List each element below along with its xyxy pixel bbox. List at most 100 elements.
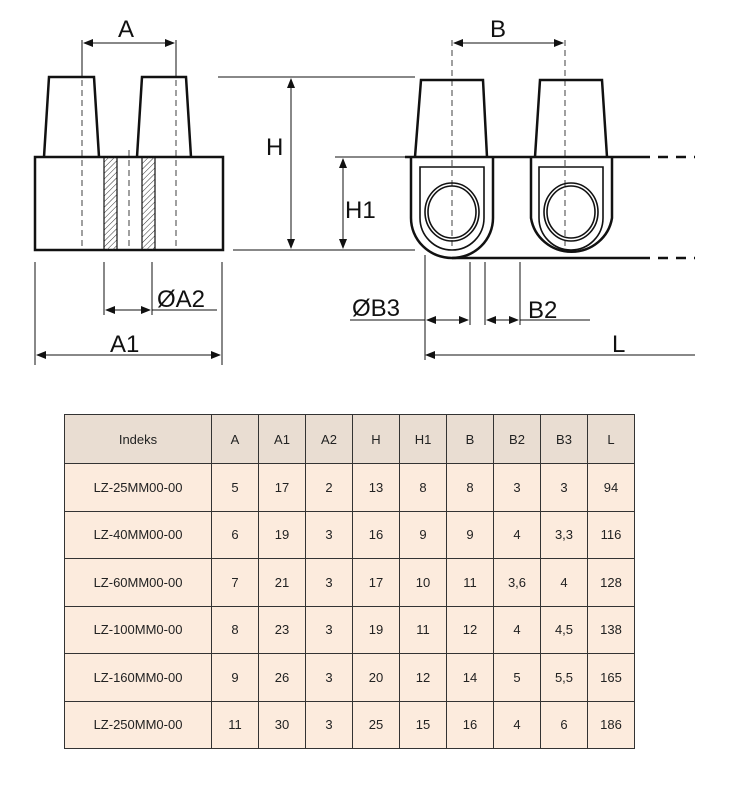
dim-label-b3: ØB3 [352,295,400,322]
table-cell-value: 4,5 [540,605,588,654]
table-cell-value: 10 [399,558,447,607]
table-cell-value: 5 [493,653,541,702]
technical-drawing: A H ØA2 A1 B H1 ØB3 B2 L [33,16,695,365]
dim-label-b2: B2 [528,297,557,324]
header-l: L [587,414,635,464]
dim-label-l: L [612,331,625,358]
table-cell-value: 2 [305,463,353,512]
right-dimensions [335,39,695,360]
header-a1: A1 [258,414,306,464]
table-cell-value: 116 [587,510,635,559]
table-cell-value: 16 [446,700,494,749]
dim-label-a1: A1 [110,331,139,358]
dim-label-h1: H1 [345,197,376,224]
header-a2: A2 [305,414,353,464]
table-cell-value: 19 [352,605,400,654]
header-indeks: Indeks [64,414,212,464]
table-cell-value: 8 [446,463,494,512]
dim-label-b: B [490,16,506,43]
table-cell-value: 3,3 [540,510,588,559]
table-cell-value: 8 [211,605,259,654]
terminal-loop-2 [529,157,614,254]
hatched-wall-2 [141,156,156,251]
table-cell-value: 11 [399,605,447,654]
table-cell-value: 186 [587,700,635,749]
table-cell-value: 11 [211,700,259,749]
table-cell-value: 4 [493,510,541,559]
table-cell-value: 5,5 [540,653,588,702]
table-cell-value: 4 [540,558,588,607]
table-cell-value: 5 [211,463,259,512]
table-cell-value: 3 [305,510,353,559]
table-header-row: Indeks A A1 A2 H H1 B B2 B3 L [64,414,635,464]
table-cell-value: 11 [446,558,494,607]
table-cell-value: 7 [211,558,259,607]
table-cell-value: 4 [493,700,541,749]
header-h1: H1 [399,414,447,464]
table-cell-value: 94 [587,463,635,512]
dim-label-h: H [266,134,283,161]
table-cell-value: 3,6 [493,558,541,607]
hatched-wall-1 [103,156,118,251]
table-cell-value: 15 [399,700,447,749]
front-view [33,75,225,252]
table-cell-value: 14 [446,653,494,702]
header-b: B [446,414,494,464]
table-cell-indeks: LZ-160MM0-00 [64,653,212,702]
table-cell-indeks: LZ-60MM00-00 [64,558,212,607]
table-cell-value: 20 [352,653,400,702]
table-cell-value: 3 [305,700,353,749]
table-cell-value: 9 [399,510,447,559]
table-cell-value: 23 [258,605,306,654]
table-cell-indeks: LZ-40MM00-00 [64,510,212,559]
table-cell-value: 13 [352,463,400,512]
header-a: A [211,414,259,464]
header-h: H [352,414,400,464]
table-cell-value: 30 [258,700,306,749]
table-cell-value: 9 [211,653,259,702]
table-cell-indeks: LZ-25MM00-00 [64,463,212,512]
table-cell-value: 12 [446,605,494,654]
table-cell-value: 19 [258,510,306,559]
table-cell-value: 8 [399,463,447,512]
left-cone-1 [42,75,101,158]
table-cell-value: 3 [305,653,353,702]
table-cell-indeks: LZ-100MM0-00 [64,605,212,654]
table-cell-value: 4 [493,605,541,654]
table-cell-value: 128 [587,558,635,607]
left-centerlines [81,80,177,248]
table-cell-value: 25 [352,700,400,749]
table-cell-value: 26 [258,653,306,702]
table-cell-value: 165 [587,653,635,702]
table-cell-value: 3 [493,463,541,512]
header-b2: B2 [493,414,541,464]
dim-label-a: A [118,16,134,43]
header-b3: B3 [540,414,588,464]
table-cell-value: 12 [399,653,447,702]
table-cell-value: 6 [540,700,588,749]
dimensions-table: Indeks A A1 A2 H H1 B B2 B3 L LZ-25MM00-… [64,414,635,749]
table-cell-value: 17 [258,463,306,512]
table-cell-value: 3 [305,605,353,654]
left-dimensions [34,39,415,365]
table-cell-value: 17 [352,558,400,607]
dim-label-a2: ØA2 [157,286,205,313]
table-cell-value: 6 [211,510,259,559]
table-cell-value: 9 [446,510,494,559]
table-cell-value: 3 [305,558,353,607]
table-cell-indeks: LZ-250MM0-00 [64,700,212,749]
table-cell-value: 16 [352,510,400,559]
clamp-details [419,166,604,251]
left-cone-2 [135,75,193,158]
table-cell-value: 138 [587,605,635,654]
left-body [33,155,225,252]
table-cell-value: 3 [540,463,588,512]
table-cell-value: 21 [258,558,306,607]
right-centerlines [451,40,566,250]
